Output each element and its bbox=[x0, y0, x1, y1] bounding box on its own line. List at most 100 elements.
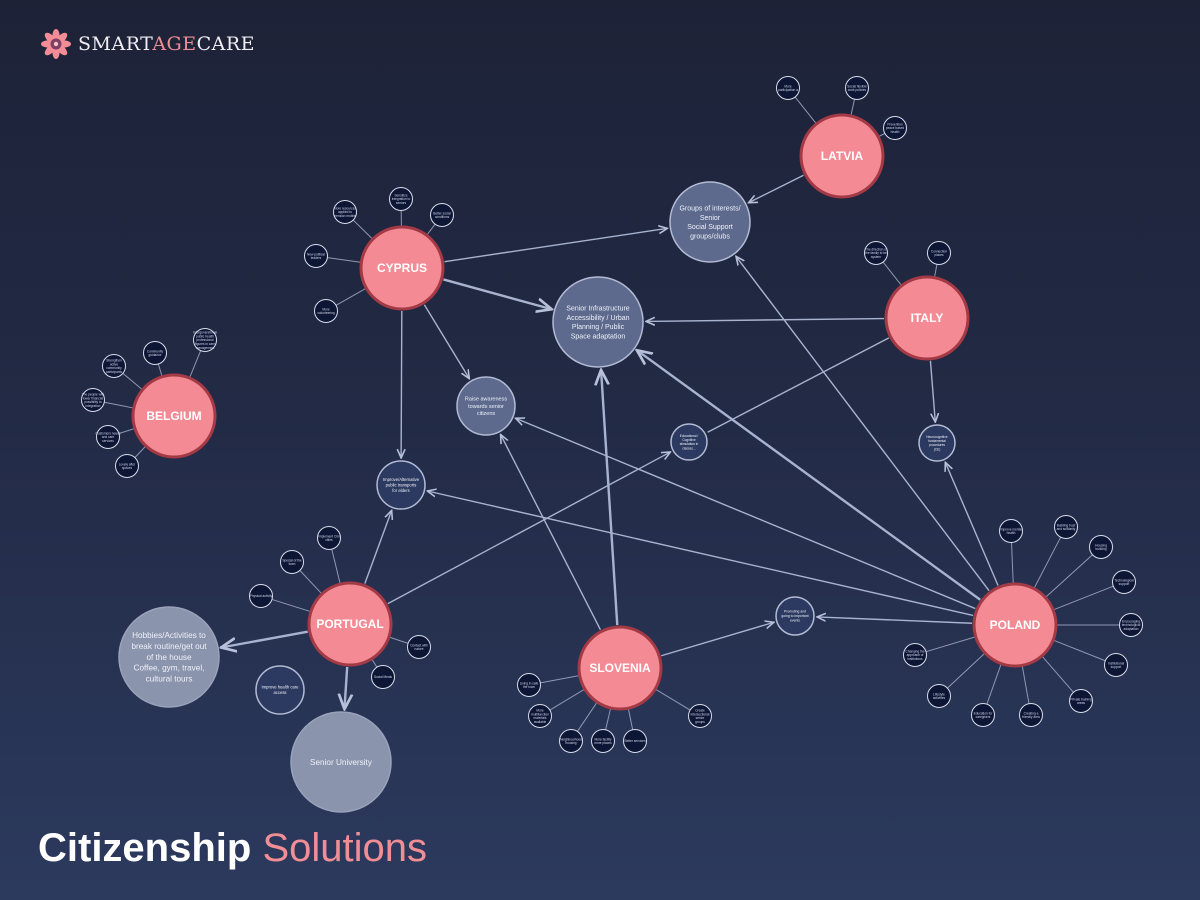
satellite-label: friendly area bbox=[1022, 715, 1040, 719]
satellite-label: available bbox=[534, 720, 547, 724]
satellite-label: Improve mental bbox=[1000, 527, 1022, 531]
satellite-label: intersectional bbox=[691, 712, 710, 716]
spoke-portugal bbox=[371, 658, 378, 668]
edge-cyprus-awareness bbox=[423, 304, 469, 379]
satellite-label: multifunction bbox=[531, 712, 549, 716]
satellite-label: Social flexible bbox=[847, 84, 867, 88]
satellite-circle bbox=[845, 76, 869, 100]
topic-label: (CE) bbox=[934, 447, 941, 451]
satellite-label: Living in safe bbox=[520, 681, 539, 685]
topic-label: Planning / Public bbox=[572, 324, 625, 331]
satellite-label: places bbox=[934, 253, 944, 257]
satellite-label: Community bbox=[147, 349, 164, 353]
spoke-portugal bbox=[331, 549, 341, 585]
topic-label: citizens bbox=[477, 411, 496, 417]
satellite-label: Education for bbox=[974, 711, 994, 715]
country-node-portugal: PORTUGAL bbox=[307, 581, 393, 667]
satellite-idea-slovenia: Better services bbox=[623, 729, 647, 753]
topic-label: groups/clubs bbox=[690, 233, 730, 240]
title-main: Citizenship bbox=[38, 826, 252, 870]
satellite-label: active bbox=[110, 362, 119, 366]
satellite-label: The direction of bbox=[865, 247, 887, 251]
satellite-label: adaptation bbox=[1124, 627, 1139, 631]
satellite-label: activities bbox=[933, 696, 946, 700]
satellite-label: Technological bbox=[1114, 578, 1134, 582]
satellite-idea-portugal: Physical activity bbox=[249, 584, 273, 608]
topic-label: of the house bbox=[146, 653, 192, 662]
spoke-cyprus bbox=[335, 287, 367, 306]
country-node-italy: ITALY bbox=[884, 275, 970, 361]
topic-label: Improve health care bbox=[261, 685, 299, 690]
spoke-poland bbox=[1052, 585, 1114, 611]
satellite-circle bbox=[317, 526, 341, 550]
satellite-label: Better services bbox=[624, 739, 645, 743]
satellite-circle bbox=[430, 203, 454, 227]
satellite-label: figures in care bbox=[195, 342, 215, 346]
satellite-label: cities bbox=[325, 538, 333, 542]
country-circle bbox=[131, 373, 217, 459]
spoke-poland bbox=[1041, 655, 1074, 693]
topic-label: Accessibility / Urban bbox=[566, 315, 629, 322]
edge-poland-infra bbox=[637, 350, 981, 601]
country-circle bbox=[359, 225, 445, 311]
satellite-label: Private training bbox=[1070, 697, 1091, 701]
satellite-label: Prevention bbox=[887, 122, 902, 126]
country-label: SLOVENIA bbox=[589, 661, 651, 675]
edge-italy-infra bbox=[646, 319, 885, 322]
satellite-label: More bbox=[322, 307, 329, 311]
topic-label: for elders bbox=[392, 488, 409, 493]
country-node-belgium: BELGIUM bbox=[131, 373, 217, 459]
satellite-label: community bbox=[106, 366, 122, 370]
satellite-circle bbox=[249, 584, 273, 608]
satellite-label: Implement Ciro bbox=[318, 534, 340, 538]
spoke-latvia bbox=[794, 96, 817, 125]
spoke-cyprus bbox=[426, 223, 436, 236]
satellite-label: Changing the bbox=[906, 649, 925, 653]
country-node-poland: POLAND bbox=[972, 582, 1058, 668]
satellite-label: Institutional bbox=[1108, 661, 1124, 665]
satellite-label: the town bbox=[523, 685, 535, 689]
satellite-label: lower financial bbox=[83, 396, 103, 400]
topic-circle bbox=[552, 276, 644, 368]
satellite-circle bbox=[143, 341, 167, 365]
topic-label: classes... bbox=[682, 446, 695, 450]
spoke-belgium bbox=[118, 427, 136, 434]
spoke-poland bbox=[1021, 665, 1030, 704]
satellite-circle bbox=[971, 703, 995, 727]
satellite-label: Better social bbox=[433, 211, 451, 215]
topic-label: Senior Infrastructure bbox=[566, 306, 630, 313]
edge-cyprus-groups bbox=[444, 228, 668, 263]
satellite-label: applied to bbox=[338, 210, 352, 214]
satellite-label: town bbox=[289, 562, 296, 566]
satellite-circle bbox=[280, 550, 304, 574]
satellite-label: participation a bbox=[778, 88, 798, 92]
satellite-circle bbox=[115, 454, 139, 478]
edge-poland-transport bbox=[427, 491, 974, 617]
satellite-circle bbox=[999, 519, 1023, 543]
satellite-circle bbox=[314, 299, 338, 323]
satellite-label: conditions bbox=[435, 215, 450, 219]
satellite-label: More facility bbox=[594, 737, 611, 741]
edge-latvia-groups bbox=[748, 174, 804, 203]
satellite-label: and solidarity bbox=[1057, 527, 1076, 531]
satellite-spokes bbox=[104, 96, 1120, 732]
satellite-label: materials bbox=[534, 716, 547, 720]
satellite-label: spaces bbox=[122, 466, 133, 470]
satellite-circle bbox=[407, 635, 431, 659]
connections bbox=[221, 174, 999, 709]
